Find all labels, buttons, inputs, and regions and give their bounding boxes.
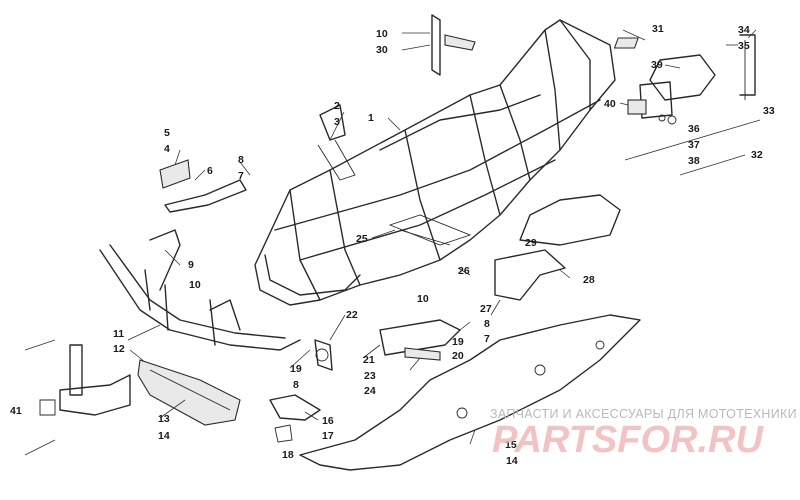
callout-12: 12 bbox=[113, 343, 125, 355]
callout-19-right: 19 bbox=[452, 336, 464, 348]
callout-2: 2 bbox=[334, 100, 340, 112]
callout-8-low: 8 bbox=[293, 379, 299, 391]
callout-30: 30 bbox=[376, 44, 388, 56]
callout-13: 13 bbox=[158, 413, 170, 425]
callout-16: 16 bbox=[322, 415, 334, 427]
watermark-text: ЗАПЧАСТИ И АКСЕССУАРЫ ДЛЯ МОТОТЕХНИКИ bbox=[490, 407, 797, 421]
callout-14-right: 14 bbox=[506, 455, 518, 467]
callout-3: 3 bbox=[334, 116, 340, 128]
callout-10-top: 10 bbox=[376, 28, 388, 40]
callout-25: 25 bbox=[356, 233, 368, 245]
callout-6: 6 bbox=[207, 165, 213, 177]
callout-26: 26 bbox=[458, 265, 470, 277]
callout-20: 20 bbox=[452, 350, 464, 362]
callout-19-left: 19 bbox=[290, 363, 302, 375]
callout-5: 5 bbox=[164, 127, 170, 139]
callout-41: 41 bbox=[10, 405, 22, 417]
callout-37: 37 bbox=[688, 139, 700, 151]
callout-27: 27 bbox=[480, 303, 492, 315]
callout-24: 24 bbox=[364, 385, 376, 397]
callout-33: 33 bbox=[763, 105, 775, 117]
callout-1: 1 bbox=[368, 112, 374, 124]
callout-34: 34 bbox=[738, 24, 750, 36]
callout-35: 35 bbox=[738, 40, 750, 52]
callout-17: 17 bbox=[322, 430, 334, 442]
callout-29: 29 bbox=[525, 237, 537, 249]
callout-39: 39 bbox=[651, 59, 663, 71]
callout-31: 31 bbox=[652, 23, 664, 35]
callout-8-mid: 8 bbox=[484, 318, 490, 330]
callout-28: 28 bbox=[583, 274, 595, 286]
callout-7-left: 7 bbox=[238, 170, 244, 182]
callout-32: 32 bbox=[751, 149, 763, 161]
callout-21: 21 bbox=[363, 354, 375, 366]
callout-38: 38 bbox=[688, 155, 700, 167]
callout-7-mid: 7 bbox=[484, 333, 490, 345]
callout-40: 40 bbox=[604, 98, 616, 110]
callout-18: 18 bbox=[282, 449, 294, 461]
callout-11: 11 bbox=[113, 328, 124, 340]
callout-22: 22 bbox=[346, 309, 358, 321]
callout-14-left: 14 bbox=[158, 430, 170, 442]
callout-4: 4 bbox=[164, 143, 170, 155]
watermark: ЗАПЧАСТИ И АКСЕССУАРЫ ДЛЯ МОТОТЕХНИКИ PA… bbox=[490, 407, 797, 461]
callout-15: 15 bbox=[505, 439, 517, 451]
main-frame bbox=[254, 19, 621, 306]
callout-23: 23 bbox=[364, 370, 376, 382]
leader-lines bbox=[127, 29, 757, 445]
callout-8-left: 8 bbox=[238, 154, 244, 166]
callout-10-left: 10 bbox=[189, 279, 201, 291]
callout-10-mid: 10 bbox=[417, 293, 429, 305]
callout-labels: 10 30 2 3 1 31 34 35 39 40 33 36 37 38 3… bbox=[10, 23, 775, 467]
watermark-logo: PARTSFOR.RU bbox=[492, 419, 764, 461]
callout-9: 9 bbox=[188, 259, 194, 271]
callout-36: 36 bbox=[688, 123, 700, 135]
